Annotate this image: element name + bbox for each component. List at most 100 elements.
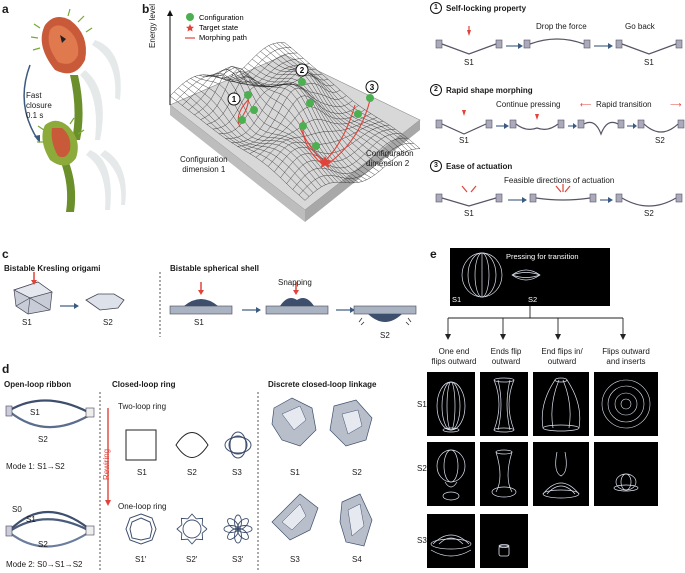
p2-s2: S2: [655, 136, 665, 145]
col4-line2: and inserts: [606, 357, 646, 366]
col2-line2: outward: [491, 357, 521, 366]
panel-label-d: d: [2, 362, 10, 376]
shell-s2: S2: [380, 331, 390, 340]
rapid-transition-label: Rapid transition: [596, 100, 652, 109]
property-1-title: Self-locking property: [446, 3, 527, 13]
ring-s3-prime: S3′: [232, 555, 244, 564]
ring-title: Closed-loop ring: [112, 380, 176, 389]
kresling-title: Bistable Kresling origami: [4, 264, 101, 273]
photo-col3-s1: [533, 372, 589, 436]
panel-label-e: e: [430, 247, 437, 261]
one-loop-label: One-loop ring: [118, 502, 167, 511]
dimension2-line2: dimension 2: [366, 159, 410, 168]
pressing-label: Pressing for transition: [506, 252, 579, 261]
dimension1-label: Configuration dimension 1: [180, 155, 228, 175]
photo-col2-s2: [480, 442, 528, 506]
col1-line1: One end: [438, 347, 470, 356]
ease-actuation-diagram: [435, 184, 683, 207]
property-2-title: Rapid shape morphing: [446, 85, 533, 95]
photo-col1-s1: [427, 372, 475, 436]
col3-line2: outward: [547, 357, 577, 366]
two-loop-label: Two-loop ring: [118, 402, 167, 411]
photo-col4-s2: [594, 442, 658, 506]
mode1-label: Mode 1: S1→S2: [6, 462, 65, 471]
energy-landscape: Configuration Target state Morphing path…: [167, 10, 421, 222]
col4-line1: Flips outward: [602, 347, 650, 356]
landscape-num-2: 2: [300, 66, 305, 75]
panel-label-c: c: [2, 247, 9, 261]
panel-c-diagrams: [13, 272, 417, 337]
snapping-label: Snapping: [278, 278, 312, 287]
row-s1: S1: [417, 400, 427, 409]
shell-title: Bistable spherical shell: [170, 264, 259, 273]
ring-s2-prime: S2′: [186, 555, 198, 564]
top-s1: S1: [452, 295, 462, 304]
col4-label: Flips outward and inserts: [594, 347, 658, 367]
legend-target-marker: [186, 24, 194, 32]
linkage-s3: S3: [290, 555, 300, 564]
property-1-heading: 1 Self-locking property: [430, 2, 526, 14]
photo-col1-s3: [427, 514, 475, 568]
closure-time: 0.1 s: [26, 111, 44, 120]
dimension1-line2: dimension 1: [182, 165, 226, 174]
ribbon2-s2: S2: [38, 540, 48, 549]
col2-line1: Ends flip: [490, 347, 522, 356]
property-3-title: Ease of actuation: [446, 161, 513, 171]
property-2-heading: 2 Rapid shape morphing: [430, 84, 533, 96]
drop-force-label: Drop the force: [536, 22, 587, 31]
linkage-s1: S1: [290, 468, 300, 477]
closure-line2: closure: [26, 101, 52, 110]
kresling-s2: S2: [103, 318, 113, 327]
photo-col4-s1: [594, 372, 658, 436]
ring-s1: S1: [137, 468, 147, 477]
legend-configuration: Configuration: [199, 13, 244, 22]
ring-s2: S2: [187, 468, 197, 477]
energy-axis-label: Energy level: [148, 3, 157, 48]
photo-col3-s2: [533, 442, 589, 506]
photo-col2-s3: [480, 514, 528, 568]
ring-s1-prime: S1′: [135, 555, 147, 564]
landscape-num-3: 3: [370, 83, 375, 92]
ribbon-s1: S1: [30, 408, 40, 417]
dimension2-label: Configuration dimension 2: [366, 149, 414, 169]
p1-s1-a: S1: [464, 58, 474, 67]
mode2-label: Mode 2: S0→S1→S2: [6, 560, 83, 569]
ring-s3: S3: [232, 468, 242, 477]
shell-s1: S1: [194, 318, 204, 327]
col2-label: Ends flip outward: [478, 347, 534, 367]
row-s2: S2: [417, 464, 427, 473]
continue-pressing-label: Continue pressing: [496, 100, 561, 109]
self-locking-diagram: [435, 26, 683, 55]
tree-connector: [445, 306, 626, 340]
legend-path: Morphing path: [199, 33, 247, 42]
linkage-s4: S4: [352, 555, 362, 564]
linkage-title: Discrete closed-loop linkage: [268, 380, 377, 389]
properties-list: 1 Self-locking property Drop the force G…: [430, 2, 685, 222]
property-3-heading: 3 Ease of actuation: [430, 160, 512, 172]
dimension1-line1: Configuration: [180, 155, 228, 164]
row-s3: S3: [417, 536, 427, 545]
ribbon2-s0: S0: [12, 505, 22, 514]
ribbon-s2: S2: [38, 435, 48, 444]
legend-configuration-marker: [186, 13, 194, 21]
col1-line2: flips outward: [431, 357, 477, 366]
col1-label: One end flips outward: [424, 347, 484, 367]
property-1-num: 1: [430, 2, 442, 14]
col3-line1: End flips in/: [541, 347, 583, 356]
p2-s1: S1: [459, 136, 469, 145]
closure-line1: Fast: [26, 91, 42, 100]
legend-target: Target state: [199, 23, 238, 32]
dimension2-line1: Configuration: [366, 149, 414, 158]
p3-s2: S2: [644, 209, 654, 218]
property-3-num: 3: [430, 160, 442, 172]
p3-s1: S1: [464, 209, 474, 218]
flytrap-illustration: [23, 8, 126, 212]
top-s2: S2: [528, 295, 538, 304]
closure-label: Fast closure 0.1 s: [26, 91, 52, 121]
photo-col2-s1: [480, 372, 528, 436]
property-2-num: 2: [430, 84, 442, 96]
linkage-s2: S2: [352, 468, 362, 477]
go-back-label: Go back: [625, 22, 655, 31]
ribbon2-s1: S1: [26, 515, 36, 524]
panel-label-b: b: [142, 2, 150, 16]
